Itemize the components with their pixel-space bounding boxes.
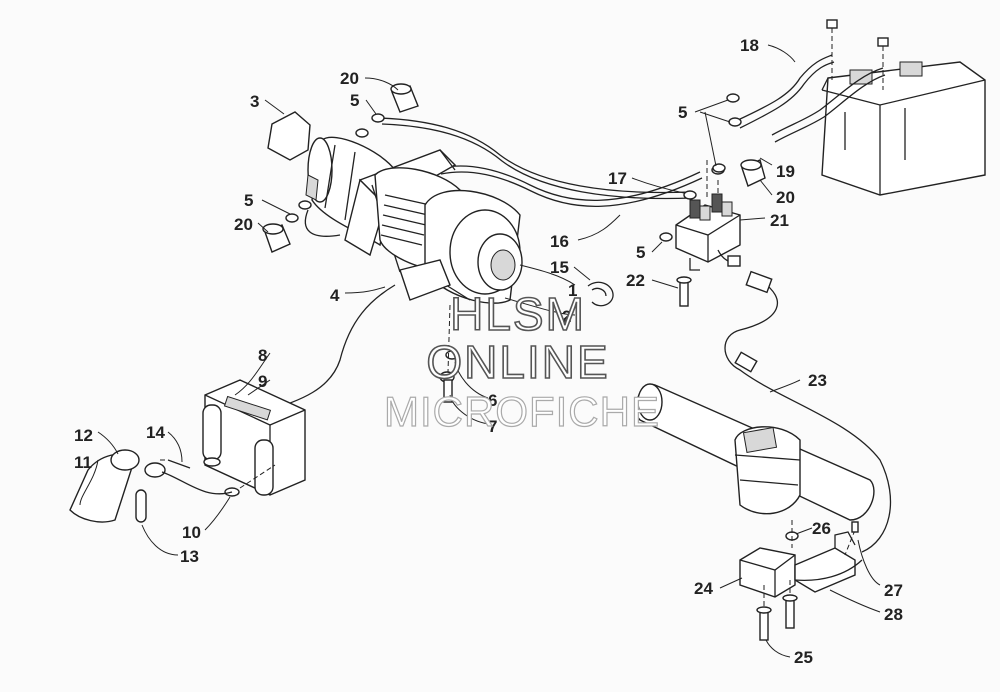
callout-25: 25: [794, 648, 813, 667]
mount-bracket: [794, 531, 863, 593]
callout-7: 7: [488, 417, 497, 436]
battery-cable-19: [771, 67, 886, 143]
hook-pin: [135, 489, 147, 523]
callout-17: 17: [608, 169, 627, 188]
leader-lines: [79, 44, 881, 658]
watermark: HLSM ONLINE MICROFICHE: [383, 287, 660, 435]
callout-14: 14: [146, 423, 165, 442]
callout-20-right: 20: [776, 188, 795, 207]
callout-23: 23: [808, 371, 827, 390]
motor-wire: [304, 209, 341, 237]
solenoid: [675, 193, 741, 271]
cable-ends: [683, 163, 726, 200]
cable-16: [439, 165, 703, 207]
callout-20-left: 20: [234, 215, 253, 234]
callout-20-top: 20: [340, 69, 359, 88]
terminal-cap-right: [740, 159, 766, 187]
callout-6: 6: [488, 391, 497, 410]
callout-10: 10: [182, 523, 201, 542]
callout-22: 22: [626, 271, 645, 290]
gasket: [267, 111, 311, 161]
callout-16: 16: [550, 232, 569, 251]
watermark-line-1: HLSM: [450, 288, 586, 340]
winch-cable: [269, 284, 396, 411]
callout-3: 3: [250, 92, 259, 111]
switch-mount: [739, 547, 796, 598]
callout-9: 9: [258, 372, 267, 391]
washer-bolt: [439, 304, 459, 403]
watermark-line-3: MICROFICHE: [384, 388, 660, 435]
callout-2: 2: [562, 307, 571, 326]
fairlead: [202, 379, 306, 496]
mount-bolts: [756, 580, 798, 641]
callout-8: 8: [258, 346, 267, 365]
nut-top: [355, 113, 385, 138]
callout-5-left: 5: [244, 191, 253, 210]
nut-right-2: [728, 117, 742, 127]
callout-5-top: 5: [350, 91, 359, 110]
callout-13: 13: [180, 547, 199, 566]
winch-gearbox: [399, 189, 523, 304]
callout-4: 4: [330, 286, 340, 305]
callout-27: 27: [884, 581, 903, 600]
callout-labels: 1 2 3 4 5 5 5 5 6 7 8 9 10 11 12 13 14 1…: [74, 36, 903, 667]
nut-right-4: [659, 232, 673, 242]
callout-12: 12: [74, 426, 93, 445]
callout-1: 1: [568, 281, 577, 300]
nut-left: [285, 200, 312, 223]
terminal-cap-top: [390, 83, 419, 113]
terminal-cap-left: [262, 223, 291, 253]
nut-right-1: [726, 93, 740, 103]
callout-21: 21: [770, 211, 789, 230]
callout-24: 24: [694, 579, 713, 598]
control-switch: [734, 426, 801, 515]
mount-washer: [785, 520, 799, 548]
battery-bolt-left: [826, 19, 838, 80]
battery: [821, 61, 986, 196]
callout-19: 19: [776, 162, 795, 181]
battery-bolt-right: [877, 37, 889, 90]
callout-26: 26: [812, 519, 831, 538]
callout-28: 28: [884, 605, 903, 624]
mount-screw: [844, 521, 859, 556]
solenoid-wires: [706, 160, 719, 200]
solenoid-bolt: [676, 276, 692, 307]
winch-hook: [110, 449, 233, 495]
hook-clip: [160, 459, 191, 469]
switch-harness: [724, 270, 892, 553]
battery-cable-18: [737, 54, 835, 129]
clamp: [587, 281, 614, 307]
callout-5-solenoid: 5: [636, 243, 645, 262]
callout-18: 18: [740, 36, 759, 55]
callout-5-right: 5: [678, 103, 687, 122]
winch-strap: [69, 453, 136, 523]
callout-15: 15: [550, 258, 569, 277]
watermark-line-2: ONLINE: [426, 336, 609, 388]
callout-11: 11: [74, 453, 92, 472]
